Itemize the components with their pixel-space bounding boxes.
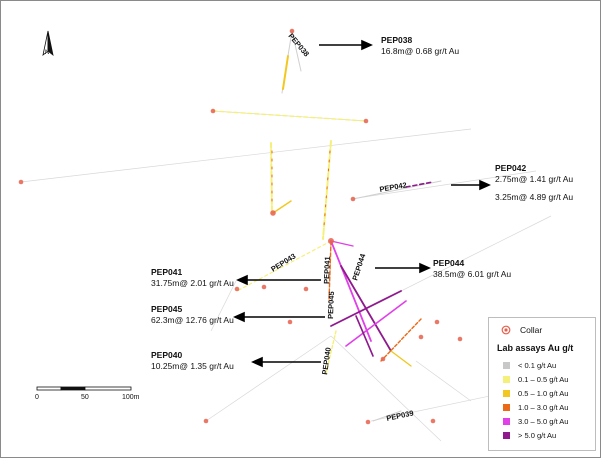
drillhole-traces xyxy=(212,30,442,422)
collar xyxy=(457,336,463,342)
hole-label-pep041: PEP041 xyxy=(322,256,332,284)
trace-central-b-assay xyxy=(323,150,331,227)
trace-central-a xyxy=(270,142,273,214)
map-legend: Collar Lab assays Au g/t < 0.1 g/t Au 0.… xyxy=(488,317,596,451)
collar xyxy=(261,284,267,290)
trace-pep038-assay xyxy=(282,55,289,90)
scale-bar xyxy=(36,386,132,391)
trace-central-c xyxy=(272,200,292,214)
legend-item: 0.5 – 1.0 g/t Au xyxy=(503,389,568,398)
trace-pep045-f xyxy=(390,350,412,367)
trace-pep039 xyxy=(372,410,402,422)
trace-pep042 xyxy=(352,180,442,200)
scale-tick-50: 50 xyxy=(81,394,89,401)
legend-swatch xyxy=(503,404,510,411)
legend-item-label: < 0.1 g/t Au xyxy=(518,361,557,370)
trace-upper-traverse xyxy=(212,110,367,122)
collar xyxy=(365,419,371,425)
collar xyxy=(328,238,334,244)
legend-collar-label: Collar xyxy=(520,325,543,335)
trace-pep041 xyxy=(328,240,332,302)
callout-hole: PEP038 xyxy=(381,35,413,45)
legend-item-label: 0.5 – 1.0 g/t Au xyxy=(518,389,569,398)
trace-pep045-d xyxy=(355,315,374,357)
legend-item: > 5.0 g/t Au xyxy=(503,431,556,440)
collar xyxy=(380,356,386,362)
hole-label-pep042: PEP042 xyxy=(379,180,408,194)
callout-result: 2.75m@ 1.41 gr/t Au xyxy=(495,174,574,184)
collar xyxy=(210,108,216,114)
callout-result: 31.75m@ 2.01 gr/t Au xyxy=(151,278,234,288)
collar xyxy=(303,286,309,292)
legend-swatch xyxy=(503,390,510,397)
callout-hole: PEP041 xyxy=(151,267,183,277)
legend-item-label: 3.0 – 5.0 g/t Au xyxy=(518,417,569,426)
callout-pep040: PEP040 10.25m@ 1.35 gr/t Au xyxy=(151,350,234,372)
callout-arrows xyxy=(233,39,491,368)
collar xyxy=(430,418,436,424)
collar xyxy=(234,286,240,292)
legend-item: 3.0 – 5.0 g/t Au xyxy=(503,417,568,426)
trace-pep042-assay xyxy=(405,181,434,188)
collar xyxy=(434,319,440,325)
legend-item: < 0.1 g/t Au xyxy=(503,361,556,370)
trace-pep043 xyxy=(236,240,332,292)
collars xyxy=(18,28,463,425)
callout-hole: PEP040 xyxy=(151,350,183,360)
collar xyxy=(270,210,276,216)
legend-item-label: > 5.0 g/t Au xyxy=(518,431,557,440)
callout-result: 62.3m@ 12.76 gr/t Au xyxy=(151,315,234,325)
collar xyxy=(289,28,295,34)
callout-pep045: PEP045 62.3m@ 12.76 gr/t Au xyxy=(151,304,234,326)
callout-result: 38.5m@ 6.01 gr/t Au xyxy=(433,269,512,279)
collar xyxy=(203,418,209,424)
callout-pep044: PEP044 38.5m@ 6.01 gr/t Au xyxy=(433,258,511,280)
legend-item-label: 1.0 – 3.0 g/t Au xyxy=(518,403,569,412)
callout-pep041: PEP041 31.75m@ 2.01 gr/t Au xyxy=(151,267,234,289)
legend-swatch xyxy=(503,362,510,369)
trace-pep045-e xyxy=(380,318,422,362)
collar xyxy=(363,118,369,124)
callout-result: 3.25m@ 4.89 gr/t Au xyxy=(495,192,574,202)
trace-pep038-b xyxy=(291,30,302,72)
legend-item-label: 0.1 – 0.5 g/t Au xyxy=(518,375,569,384)
hole-label-pep040: PEP040 xyxy=(320,347,333,376)
trace-pep045-b xyxy=(330,290,402,327)
collar xyxy=(18,179,24,185)
callout-hole: PEP042 xyxy=(495,163,527,173)
legend-title: Lab assays Au g/t xyxy=(497,343,574,353)
callout-result: 16.8m@ 0.68 gr/t Au xyxy=(381,46,460,56)
collar xyxy=(350,196,356,202)
scale-tick-100: 100m xyxy=(122,394,140,401)
hole-label-pep045: PEP045 xyxy=(326,291,336,319)
hole-label-pep044: PEP044 xyxy=(350,252,367,282)
legend-item: 1.0 – 3.0 g/t Au xyxy=(503,403,568,412)
legend-item: 0.1 – 0.5 g/t Au xyxy=(503,375,568,384)
trace-pep044-b xyxy=(330,240,354,247)
legend-swatch xyxy=(503,376,510,383)
legend-swatch xyxy=(503,418,510,425)
legend-swatch xyxy=(503,432,510,439)
callout-hole: PEP044 xyxy=(433,258,465,268)
collar xyxy=(418,334,424,340)
north-label: N xyxy=(45,50,50,56)
trace-pep040 xyxy=(325,330,337,374)
trace-pep045-c xyxy=(345,300,407,347)
collar xyxy=(287,319,293,325)
scale-tick-0: 0 xyxy=(35,394,39,401)
callout-result: 10.25m@ 1.35 gr/t Au xyxy=(151,361,234,371)
legend-collar: Collar xyxy=(501,325,542,335)
north-arrow-icon xyxy=(42,30,54,57)
hole-label-pep043: PEP043 xyxy=(269,251,297,273)
callout-pep042: PEP042 2.75m@ 1.41 gr/t Au 3.25m@ 4.89 g… xyxy=(495,163,573,203)
collar-icon xyxy=(501,325,511,335)
callout-pep038: PEP038 16.8m@ 0.68 gr/t Au xyxy=(381,35,459,57)
trace-pep044 xyxy=(330,240,372,342)
hole-label-pep039: PEP039 xyxy=(386,408,415,423)
callout-hole: PEP045 xyxy=(151,304,183,314)
